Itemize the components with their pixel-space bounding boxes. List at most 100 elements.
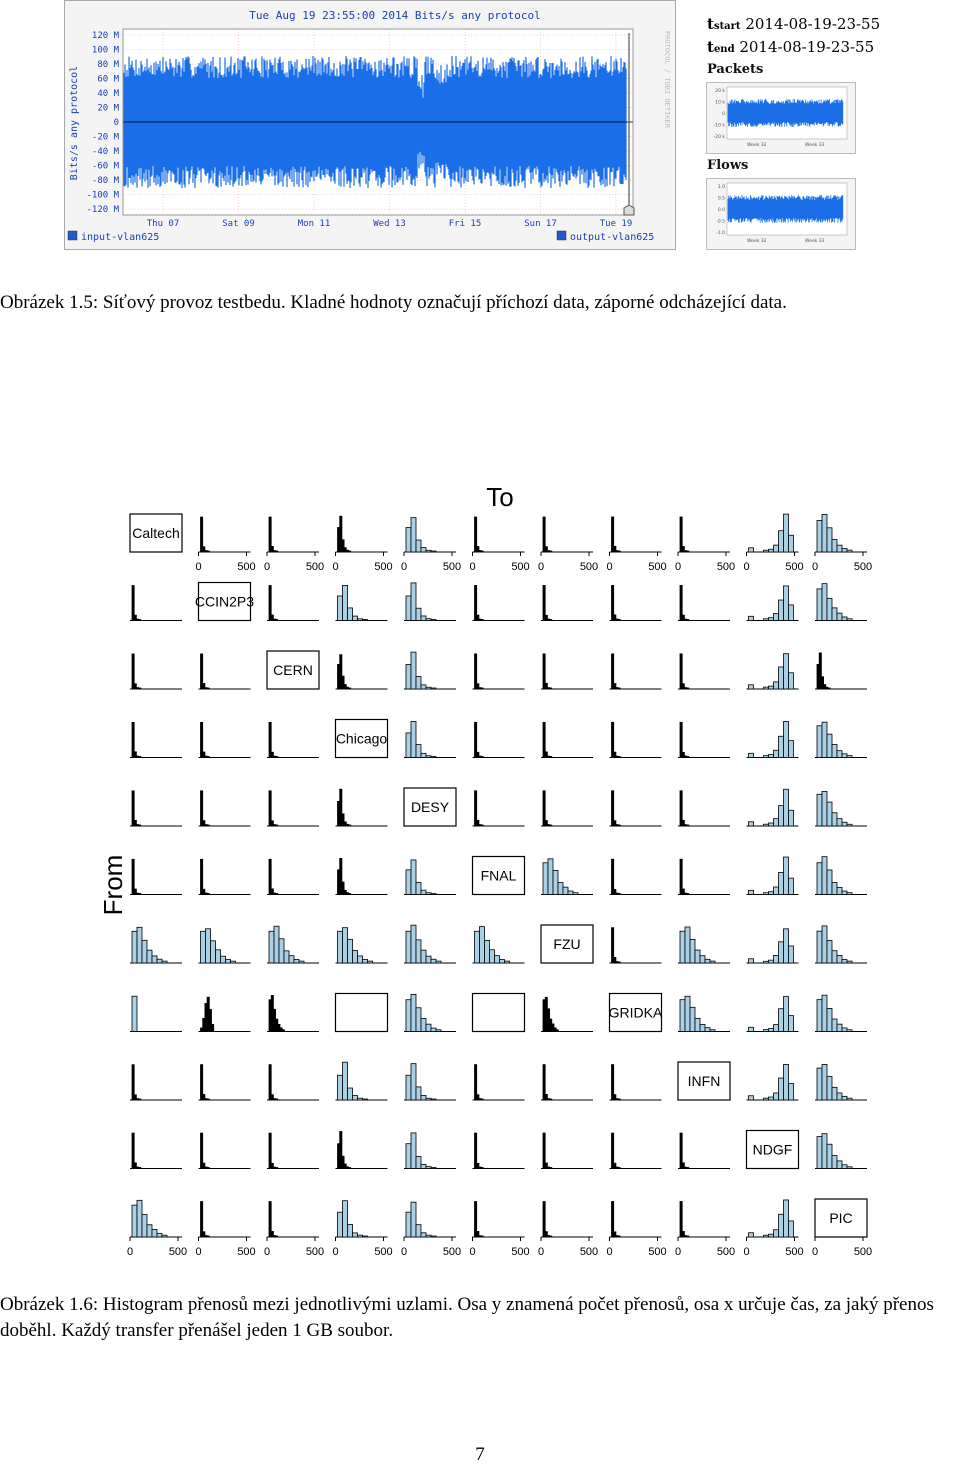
packets-title: Packets — [707, 62, 764, 77]
histogram-bar — [131, 722, 135, 758]
histogram-bar — [348, 893, 352, 895]
histogram-bar — [138, 893, 142, 895]
histogram-bar — [405, 664, 412, 690]
histogram-cell — [746, 513, 799, 553]
histogram-bar — [405, 1074, 412, 1101]
histogram-cell — [267, 1201, 319, 1238]
histogram-cell — [472, 1201, 525, 1238]
histogram-bar — [686, 1167, 690, 1169]
histogram-bar — [788, 1015, 794, 1032]
histogram-bar — [430, 1027, 437, 1032]
histogram-cell — [335, 1061, 388, 1101]
histogram-bar — [430, 687, 437, 690]
histogram-bar — [275, 756, 279, 758]
y-tick-label: -120 M — [86, 205, 119, 215]
histogram-bar — [816, 1136, 823, 1169]
x-tick-label: 500 — [580, 1246, 598, 1258]
histogram-bar — [202, 888, 206, 895]
histogram-bar — [270, 614, 274, 621]
flows-title: Flows — [707, 158, 749, 173]
x-tick-label: 500 — [237, 561, 255, 573]
histogram-bar — [476, 819, 480, 827]
x-tick-label: 0 — [469, 561, 475, 573]
histogram-bar — [826, 597, 833, 621]
histogram-bar — [836, 1160, 843, 1169]
histogram-bar — [268, 930, 275, 964]
histogram-cell — [746, 788, 799, 827]
histogram-bar — [846, 1166, 853, 1169]
x-tick-label: 0 — [812, 1246, 818, 1258]
histogram-cell — [404, 994, 456, 1032]
t-end-value: 2014-08-19-23-55 — [739, 38, 875, 56]
histogram-bar — [816, 793, 823, 827]
histogram-bar — [202, 1094, 206, 1101]
histogram-cell — [678, 721, 730, 758]
histogram-bar — [133, 614, 137, 621]
histogram-bar — [788, 534, 794, 553]
histogram-bar — [420, 615, 427, 621]
histogram-cell — [198, 516, 251, 553]
histogram-bar — [410, 1201, 417, 1238]
histogram-bar — [474, 1132, 478, 1169]
histogram-bar — [200, 1201, 204, 1238]
histogram-cell — [130, 722, 182, 758]
histogram-cell: FNAL — [471, 855, 526, 896]
y-tick-label: 0 — [114, 118, 119, 128]
histogram-bar — [410, 924, 417, 964]
y-tick-label: -20 M — [92, 133, 120, 143]
histogram-cell — [815, 856, 867, 895]
histogram-bar — [613, 956, 617, 964]
histogram-bar — [768, 1096, 774, 1101]
histogram-bar — [783, 721, 789, 758]
histogram-bar — [343, 1163, 347, 1169]
histogram-bar — [362, 619, 368, 621]
mini-y-tick: 10 k — [715, 100, 725, 106]
histogram-bar — [617, 893, 621, 895]
histogram-bar — [613, 751, 617, 758]
from-axis-label: From — [98, 855, 128, 916]
histogram-cell — [335, 858, 388, 895]
histogram-bar — [339, 654, 343, 690]
time-cursor-handle[interactable] — [623, 204, 635, 216]
node-label: FNAL — [481, 868, 517, 884]
histogram-bar — [474, 930, 480, 964]
histogram-bar — [415, 881, 422, 895]
histogram-bar — [748, 684, 754, 690]
node-label: PIC — [829, 1210, 852, 1226]
histogram-bar — [611, 585, 615, 621]
x-tick-label: 500 — [169, 1246, 187, 1258]
histogram-bar — [202, 820, 206, 827]
mini-y-tick: 20 k — [715, 88, 725, 94]
histogram-bar — [773, 1229, 779, 1238]
histogram-bar — [133, 1162, 137, 1169]
histogram-bar — [337, 1211, 343, 1238]
histogram-bar — [480, 756, 484, 758]
histogram-bar — [778, 1213, 784, 1238]
histogram-cell — [815, 514, 867, 553]
histogram-bar — [489, 949, 495, 964]
histogram-bar — [617, 824, 621, 827]
histogram-cell — [267, 516, 319, 553]
x-tick-label: 0 — [332, 1246, 338, 1258]
histogram-bar — [557, 882, 564, 895]
histogram-bar — [337, 595, 343, 621]
histogram-bar — [831, 539, 838, 553]
histogram-bar — [206, 1098, 210, 1101]
node-label-box — [540, 924, 594, 964]
histogram-bar — [341, 539, 345, 553]
histogram-bar — [748, 1232, 754, 1238]
x-tick-label: 500 — [648, 1246, 666, 1258]
histogram-bar — [778, 1008, 784, 1032]
histogram-bar — [348, 824, 352, 827]
histogram-cell — [130, 1199, 182, 1238]
histogram-bar — [841, 959, 848, 964]
histogram-cell — [609, 653, 662, 690]
histogram-cell: PIC — [814, 1198, 868, 1238]
histogram-bar — [841, 1164, 848, 1169]
histogram-cell — [541, 516, 593, 553]
mini-x-tick: Week 32 — [747, 238, 767, 244]
